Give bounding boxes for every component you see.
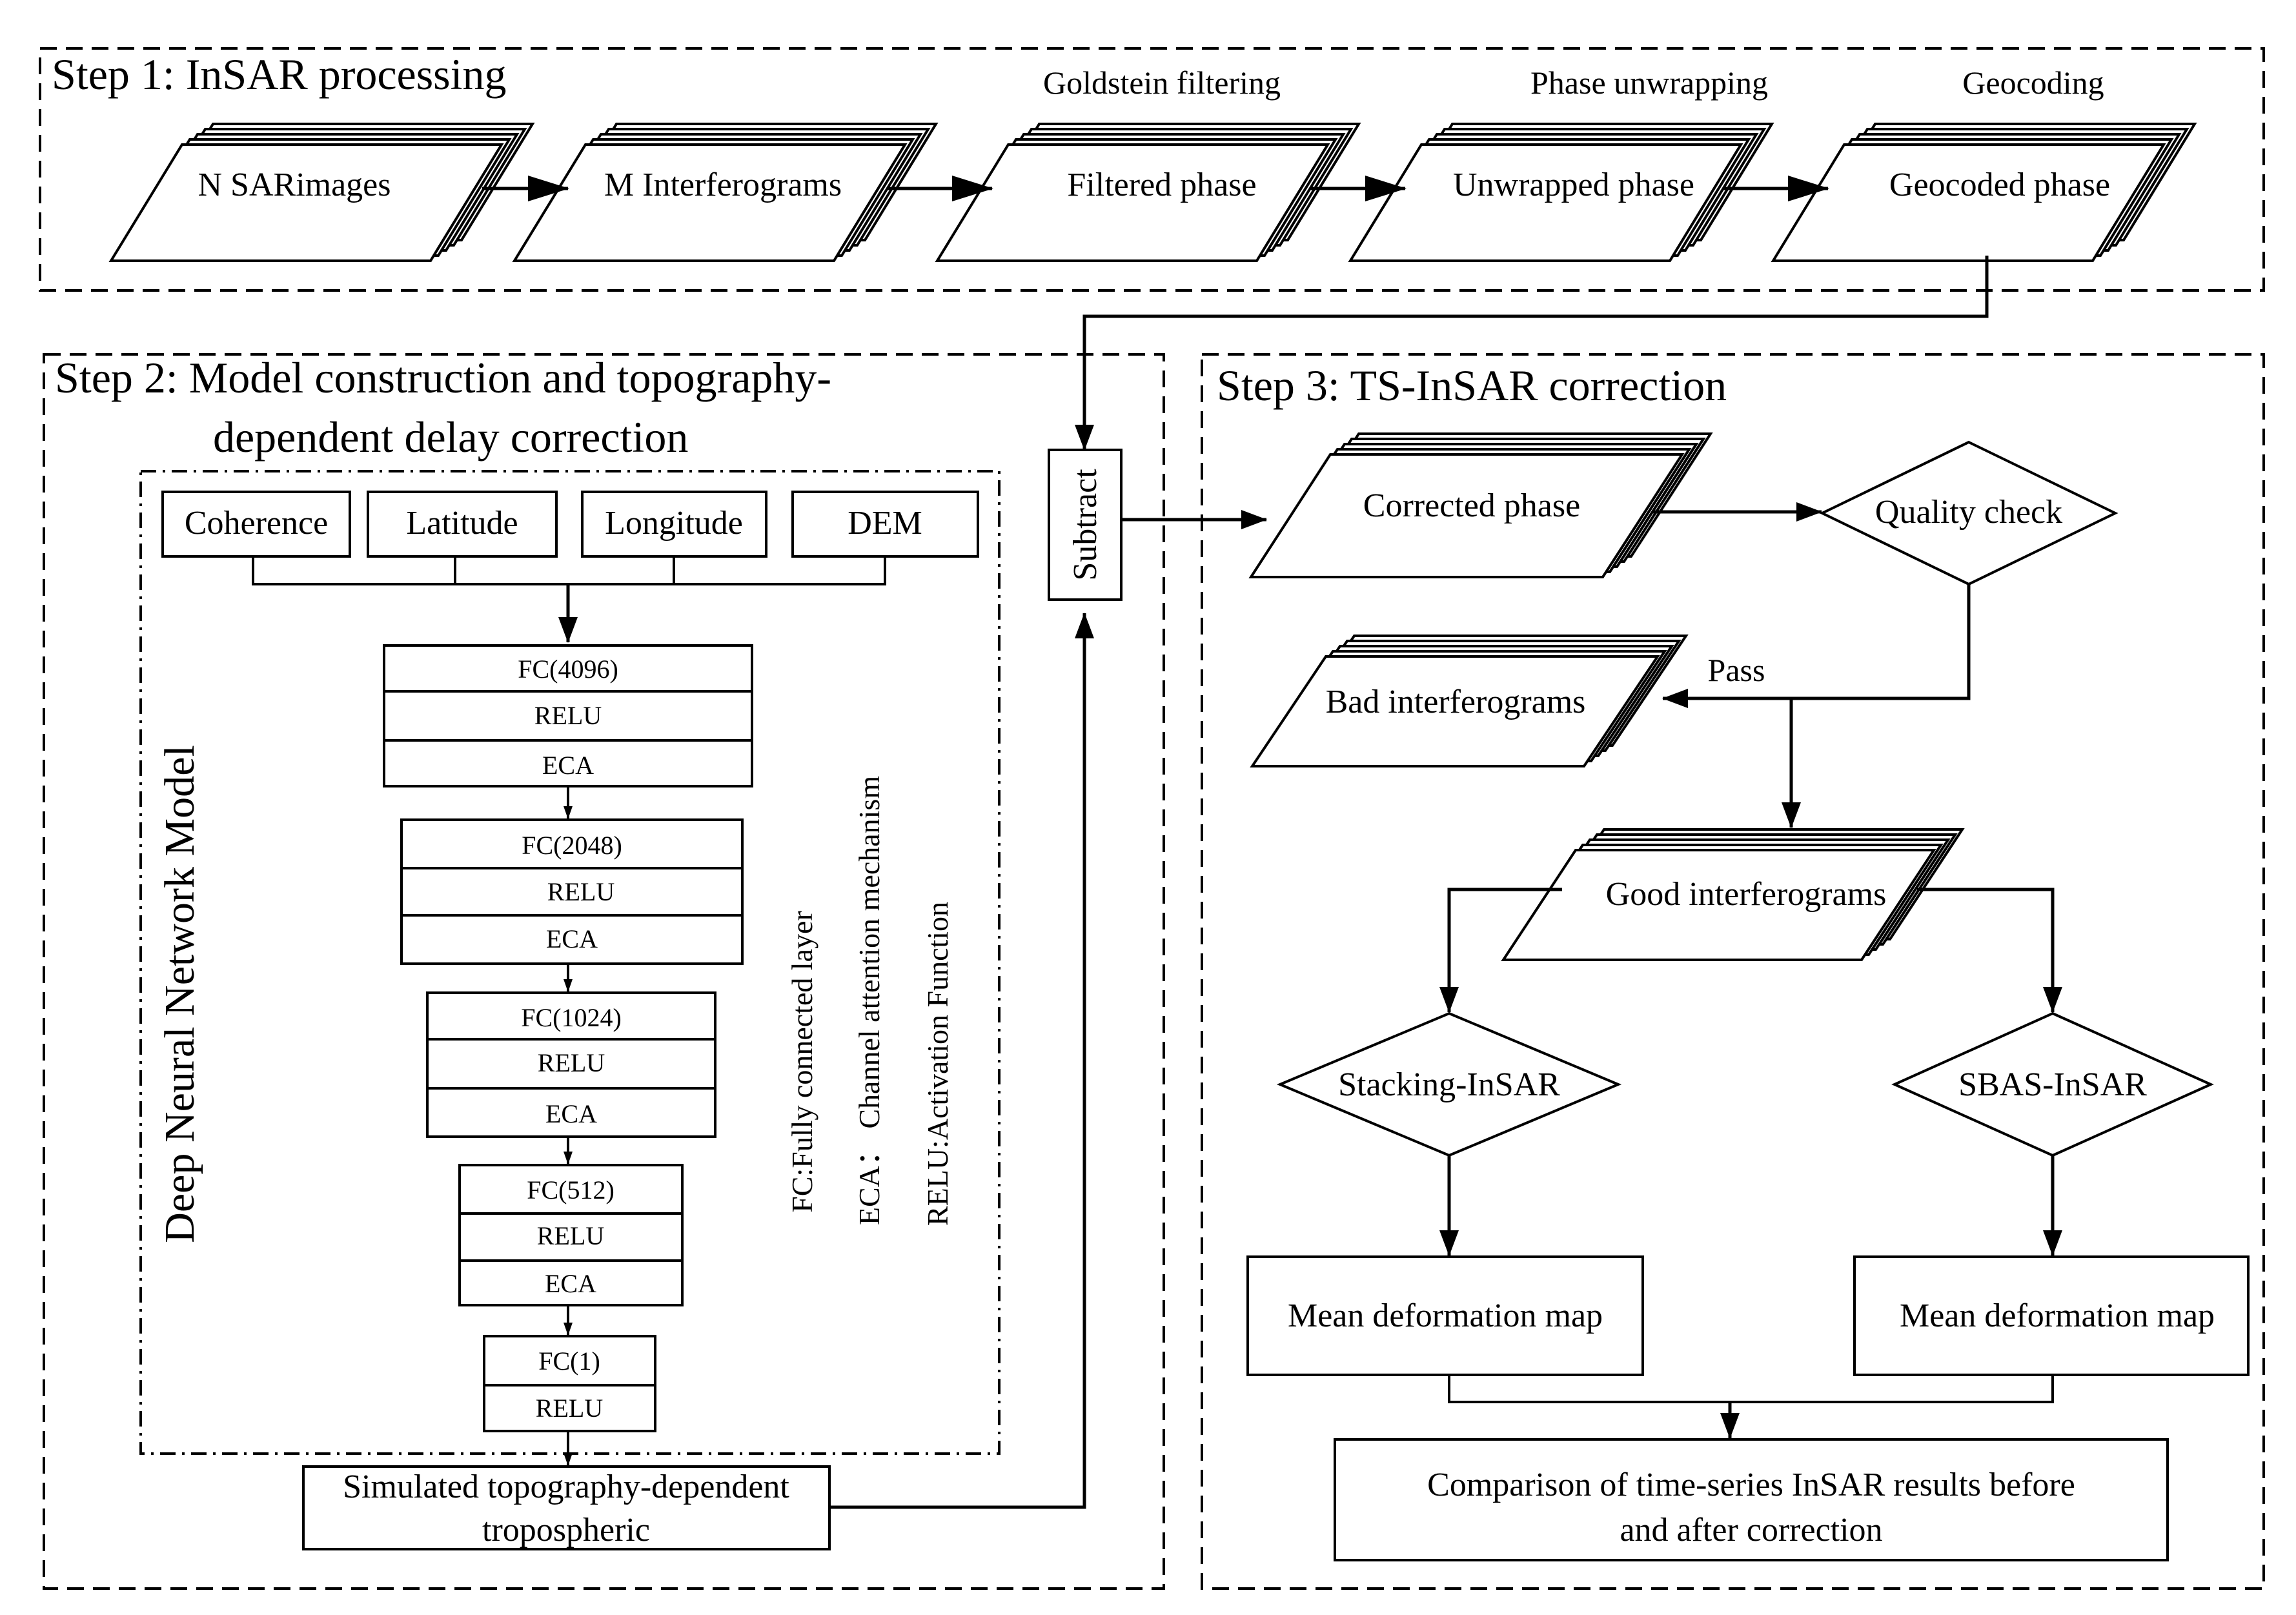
bad-interferograms-node: Bad interferograms — [1250, 635, 1689, 767]
step3-frame — [1201, 353, 2265, 1590]
comparison-line1: Comparison of time-series InSAR results … — [1427, 1467, 2075, 1503]
layer-eca: ECA — [546, 924, 598, 953]
arrow-good-to-sbas — [1917, 888, 2062, 1013]
input-latitude-label: Latitude — [406, 505, 518, 542]
mean-deformation-left-label: Mean deformation map — [1288, 1297, 1603, 1334]
mean-deformation-left — [1246, 1255, 1644, 1376]
step1-node-sar: N SARimages — [108, 123, 535, 262]
layer-fc1: FC(1) — [538, 1346, 600, 1376]
layer-eca: ECA — [545, 1099, 597, 1128]
input-coherence-label: Coherence — [185, 505, 328, 542]
stacking-insar-label: Stacking-InSAR — [1338, 1066, 1560, 1103]
subtract-box — [1048, 449, 1123, 601]
layer-fc1024: FC(1024) — [521, 1003, 622, 1032]
step1-node-interferograms: M Interferograms — [512, 123, 939, 262]
input-dem — [791, 491, 979, 558]
input-coherence — [161, 491, 351, 558]
arrow-good-to-stacking — [1439, 888, 1562, 1013]
step2-frame — [43, 353, 1165, 1590]
legend-eca: ECA： Channel attention mechanism — [853, 776, 886, 1225]
node-label: Filtered phase — [1067, 167, 1256, 203]
arrow-geocoded-to-subtract — [1075, 256, 1989, 451]
simulated-delay-line1: Simulated topography-dependent — [343, 1468, 789, 1505]
layer-relu: RELU — [536, 1394, 604, 1423]
bad-interferograms-label: Bad interferograms — [1326, 684, 1586, 720]
corrected-phase-label: Corrected phase — [1363, 487, 1580, 524]
layer-block-fc1024: FC(1024) RELU ECA — [426, 991, 716, 1138]
good-interferograms-label: Good interferograms — [1606, 876, 1887, 913]
goldstein-filtering-label: Goldstein filtering — [1043, 65, 1281, 101]
layer-fc4096: FC(4096) — [518, 655, 618, 684]
step1-frame — [39, 47, 2265, 292]
good-interferograms-node: Good interferograms — [1501, 828, 1965, 961]
step1-node-geocoded: Geocoded phase — [1771, 123, 2197, 262]
node-label: N SARimages — [198, 167, 391, 203]
step1-node-filtered: Filtered phase — [935, 123, 1361, 262]
layer-block-fc2048: FC(2048) RELU ECA — [400, 818, 744, 965]
layer-fc512: FC(512) — [527, 1175, 615, 1204]
pass-label: Pass — [1708, 652, 1765, 688]
step1-node-unwrapped: Unwrapped phase — [1348, 123, 1774, 262]
subtract-label: Subtract — [1067, 469, 1104, 581]
phase-unwrapping-label: Phase unwrapping — [1530, 65, 1768, 101]
step2-title-line2: dependent delay correction — [213, 412, 688, 462]
arrow-quality-to-bad — [1662, 584, 1971, 708]
corrected-phase-node: Corrected phase — [1248, 432, 1713, 578]
layer-eca: ECA — [542, 751, 594, 780]
input-longitude-label: Longitude — [605, 505, 743, 542]
arrow-simulated-to-subtract — [829, 613, 1094, 1509]
legend-relu: RELU:Activation Function — [921, 902, 954, 1226]
layer-relu: RELU — [537, 1221, 605, 1250]
input-latitude — [367, 491, 558, 558]
merge-line-mean-maps — [1448, 1375, 2054, 1403]
mean-deformation-right — [1853, 1255, 2250, 1376]
sbas-insar-label: SBAS-InSAR — [1958, 1066, 2147, 1103]
input-merge-line — [252, 556, 886, 585]
layer-block-fc512: FC(512) RELU ECA — [458, 1164, 684, 1306]
mean-deformation-right-label: Mean deformation map — [1900, 1297, 2215, 1334]
legend-fc: FC:Fully connected layer — [786, 911, 818, 1213]
simulated-delay-box — [302, 1465, 831, 1550]
step1-title: Step 1: InSAR processing — [52, 50, 507, 99]
layer-relu: RELU — [538, 1048, 605, 1077]
step2-title-line1: Step 2: Model construction and topograph… — [55, 353, 831, 402]
input-dem-label: DEM — [848, 505, 922, 542]
layer-relu: RELU — [547, 877, 615, 906]
layer-eca: ECA — [545, 1269, 596, 1298]
layer-relu: RELU — [534, 701, 602, 730]
layer-block-fc4096: FC(4096) RELU ECA — [383, 644, 753, 787]
step3-title: Step 3: TS-InSAR correction — [1217, 361, 1727, 410]
node-label: Unwrapped phase — [1453, 167, 1694, 203]
node-label: M Interferograms — [604, 167, 842, 203]
quality-check-label: Quality check — [1875, 494, 2062, 531]
node-label: Geocoded phase — [1889, 167, 2110, 203]
simulated-delay-line2: tropospheric — [482, 1512, 650, 1549]
comparison-box — [1334, 1438, 2169, 1561]
comparison-line2: and after correction — [1620, 1512, 1882, 1549]
dnn-model-title: Deep Neural Network Model — [156, 745, 203, 1243]
input-longitude — [581, 491, 767, 558]
geocoding-label: Geocoding — [1962, 65, 2104, 101]
layer-fc2048: FC(2048) — [522, 831, 622, 860]
layer-block-fc1: FC(1) RELU — [483, 1335, 656, 1432]
